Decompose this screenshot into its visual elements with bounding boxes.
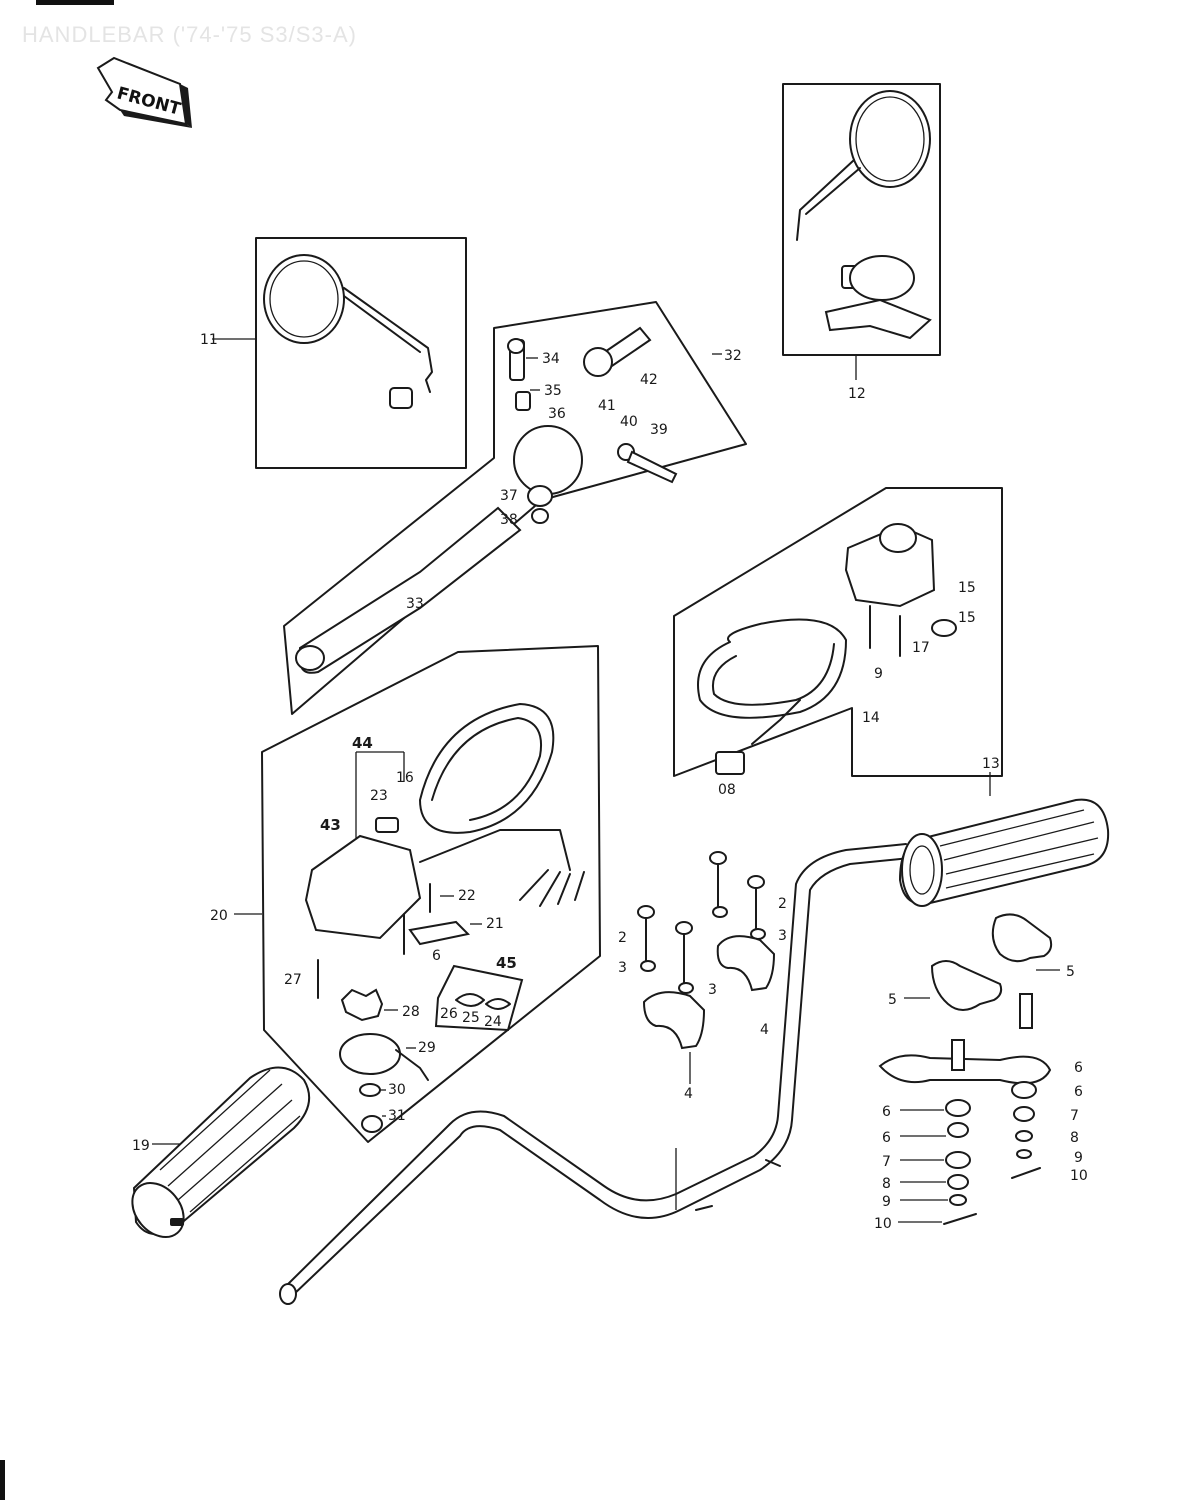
- callout-15a: 15: [958, 580, 976, 596]
- grip-left: [131, 1066, 311, 1238]
- callout-3b: 3: [618, 960, 627, 976]
- callout-34: 34: [542, 351, 560, 367]
- handlebar-tube: [279, 843, 911, 1305]
- callout-8b: 8: [882, 1176, 891, 1192]
- callout-2b: 2: [618, 930, 627, 946]
- callout-3a: 3: [778, 928, 787, 944]
- callout-22: 22: [458, 888, 476, 904]
- callout-27: 27: [284, 972, 302, 988]
- mirror-right-panel: [782, 83, 941, 356]
- page-title: HANDLEBAR ('74-'75 S3/S3-A): [22, 22, 357, 47]
- callout-14: 14: [862, 710, 880, 726]
- callout-6c: 6: [882, 1104, 891, 1120]
- callout-32: 32: [724, 348, 742, 364]
- callout-33: 33: [406, 596, 424, 612]
- callout-13: 13: [982, 756, 1000, 772]
- callout-15b: 15: [958, 610, 976, 626]
- callout-36: 36: [548, 406, 566, 422]
- callout-11: 11: [200, 332, 218, 348]
- callout-23: 23: [370, 788, 388, 804]
- callout-29: 29: [418, 1040, 436, 1056]
- callout-5a: 5: [1066, 964, 1075, 980]
- callout-24: 24: [484, 1014, 502, 1030]
- callout-17: 17: [912, 640, 930, 656]
- page-edge-mark: [0, 1460, 5, 1500]
- callout-8a: 8: [1070, 1130, 1079, 1146]
- callout-2a: 2: [778, 896, 787, 912]
- callout-41: 41: [598, 398, 616, 414]
- callout-31: 31: [388, 1108, 406, 1124]
- callout-35: 35: [544, 383, 562, 399]
- clutch-lever-panel: [283, 301, 747, 715]
- callout-42: 42: [640, 372, 658, 388]
- callout-9a: 9: [1074, 1150, 1083, 1166]
- callout-45: 45: [496, 954, 517, 972]
- callout-6b: 6: [1074, 1084, 1083, 1100]
- callout-3c: 3: [708, 982, 717, 998]
- callout-21: 21: [486, 916, 504, 932]
- callout-28: 28: [402, 1004, 420, 1020]
- callout-4a: 4: [760, 1022, 769, 1038]
- callout-12: 12: [848, 386, 866, 402]
- callout-40: 40: [620, 414, 638, 430]
- mirror-left-panel: [255, 237, 467, 469]
- left-switch-panel: [261, 645, 601, 1143]
- callout-7b: 7: [882, 1154, 891, 1170]
- callout-37: 37: [500, 488, 518, 504]
- callout-39: 39: [650, 422, 668, 438]
- callout-4b: 4: [684, 1086, 693, 1102]
- handlebar-holder-stacks: [878, 913, 1053, 1225]
- callout-16: 16: [396, 770, 414, 786]
- front-arrow: FRONT: [96, 56, 192, 128]
- callout-44: 44: [352, 734, 373, 752]
- callout-10b: 10: [874, 1216, 892, 1232]
- callout-6a: 6: [1074, 1060, 1083, 1076]
- right-switch-panel: [673, 487, 1003, 777]
- callout-08: 08: [718, 782, 736, 798]
- callout-10a: 10: [1070, 1168, 1088, 1184]
- callout-9b: 9: [882, 1194, 891, 1210]
- callout-7a: 7: [1070, 1108, 1079, 1124]
- callout-43: 43: [320, 816, 341, 834]
- grip-right: [898, 798, 1110, 907]
- callout-30: 30: [388, 1082, 406, 1098]
- callout-26: 26: [440, 1006, 458, 1022]
- callout-19: 19: [132, 1138, 150, 1154]
- callout-25: 25: [462, 1010, 480, 1026]
- callout-20: 20: [210, 908, 228, 924]
- top-edge-bar: [36, 0, 114, 5]
- callout-9-right-switch: 9: [874, 666, 883, 682]
- callout-6d: 6: [882, 1130, 891, 1146]
- handlebar-clamps: [637, 851, 776, 1050]
- callout-5b: 5: [888, 992, 897, 1008]
- callout-6-left-switch: 6: [432, 948, 441, 964]
- callout-38: 38: [500, 512, 518, 528]
